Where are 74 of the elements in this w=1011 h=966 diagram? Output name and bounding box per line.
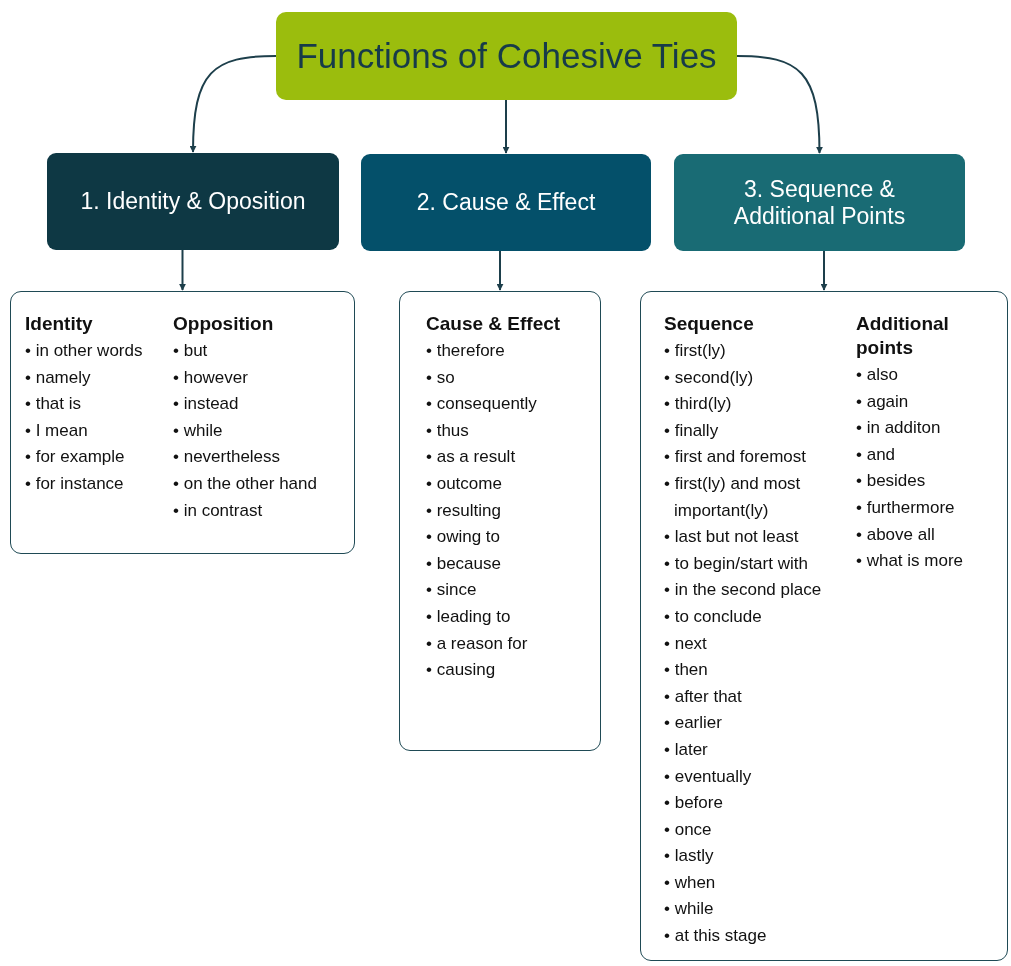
arrow	[179, 249, 186, 291]
list-item: • at this stage	[664, 925, 768, 948]
list-item: • as a result	[426, 446, 517, 469]
arrow	[496, 250, 504, 291]
list-item: • but	[173, 340, 209, 362]
list-item: • for instance	[25, 472, 125, 495]
list-item: • and	[856, 443, 897, 466]
list-item: • while	[173, 419, 224, 442]
list-box	[399, 291, 601, 751]
list-item: • namely	[25, 366, 92, 389]
list-item: • finally	[664, 419, 720, 442]
list-item: • eventually	[664, 765, 753, 788]
list-item: • while	[664, 898, 715, 921]
list-item: • third(ly)	[664, 393, 733, 416]
list-item: • also	[856, 364, 899, 386]
list-item: • I mean	[25, 419, 89, 442]
list-item: • in the second place	[664, 579, 823, 602]
list-heading: Sequence	[664, 312, 755, 336]
list-item: • a reason for	[426, 632, 529, 655]
list-item: • what is more	[856, 550, 965, 573]
list-item: • for example	[25, 446, 126, 469]
list-item: • first(ly)	[664, 340, 727, 362]
list-item: • when	[664, 871, 717, 894]
list-box	[640, 291, 1008, 961]
list-item: • after that	[664, 685, 743, 708]
list-item: • first(ly) and most important(ly)	[664, 472, 802, 522]
list-item: • that is	[25, 393, 83, 416]
list-item: • because	[426, 552, 502, 575]
list-item: • besides	[856, 470, 927, 493]
list-item: • leading to	[426, 605, 512, 628]
list-item: • last but not least	[664, 526, 800, 549]
list-item: • in additon	[856, 417, 942, 440]
list-item: • first and foremost	[664, 446, 807, 469]
list-item: • later	[664, 738, 709, 761]
list-heading: Opposition	[173, 312, 275, 336]
list-item: • then	[664, 659, 709, 682]
list-item: • to conclude	[664, 605, 763, 628]
arrow	[502, 99, 510, 154]
list-item: • second(ly)	[664, 366, 755, 389]
list-box	[10, 291, 355, 554]
arrow	[189, 55, 277, 153]
list-item: • again	[856, 390, 910, 413]
category-box: 2. Cause & Effect	[361, 154, 651, 251]
arrow	[820, 250, 828, 291]
list-item: • therefore	[426, 340, 506, 362]
arrow	[736, 55, 823, 154]
list-item: • thus	[426, 419, 470, 442]
category-box: 1. Identity & Oposition	[47, 153, 339, 250]
list-item: • causing	[426, 659, 497, 682]
list-item: • earlier	[664, 712, 723, 735]
list-heading: Identity	[25, 312, 94, 336]
list-item: • nevertheless	[173, 446, 282, 469]
list-item: • so	[426, 366, 456, 389]
list-item: • to begin/start with	[664, 552, 809, 575]
title-box: Functions of Cohesive Ties	[276, 12, 737, 100]
list-item: • furthermore	[856, 496, 956, 519]
list-heading: Additional points	[856, 312, 950, 360]
list-item: • lastly	[664, 845, 715, 868]
list-item: • consequently	[426, 393, 538, 416]
list-item: • above all	[856, 523, 936, 546]
list-item: • outcome	[426, 472, 503, 495]
category-box: 3. Sequence & Additional Points	[674, 154, 965, 251]
list-item: • before	[664, 792, 724, 815]
list-item: • owing to	[426, 526, 501, 549]
list-item: • instead	[173, 393, 240, 416]
list-item: • once	[664, 818, 713, 841]
list-item: • resulting	[426, 499, 502, 522]
list-item: • since	[426, 579, 478, 602]
list-item: • on the other hand	[173, 472, 318, 495]
list-item: • however	[173, 366, 249, 389]
list-item: • next	[664, 632, 708, 655]
list-item: • in contrast	[173, 499, 264, 522]
list-item: • in other words	[25, 340, 144, 362]
list-heading: Cause & Effect	[426, 312, 562, 336]
